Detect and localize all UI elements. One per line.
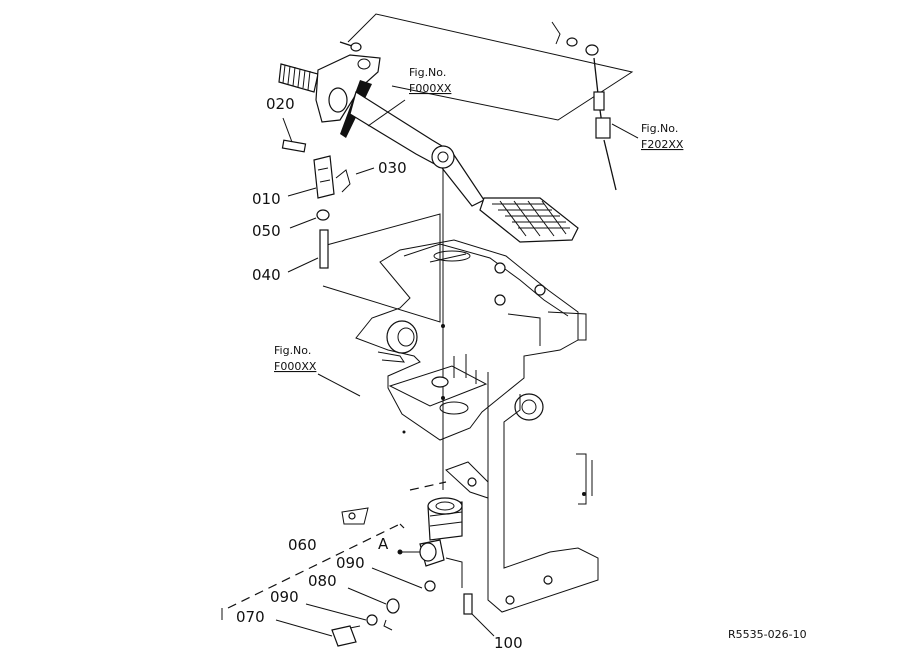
label-010: 010 bbox=[252, 190, 281, 208]
ref1-title: Fig.No. bbox=[409, 66, 446, 79]
part-040-rod bbox=[287, 229, 329, 273]
reference-frame-left bbox=[322, 213, 441, 323]
part-100-bolt bbox=[463, 593, 495, 637]
loose-dot bbox=[402, 430, 406, 434]
part-030-clip bbox=[335, 167, 375, 193]
part-050-nut bbox=[289, 209, 330, 229]
label-070: 070 bbox=[236, 608, 265, 626]
ref2-title: Fig.No. bbox=[641, 122, 678, 135]
reference-frame-top bbox=[347, 13, 634, 121]
detail-marker-a: A bbox=[378, 535, 389, 553]
ref3-title: Fig.No. bbox=[274, 344, 311, 357]
part-010-clevis bbox=[287, 155, 335, 199]
cable-assembly bbox=[551, 21, 617, 191]
pedal-arm bbox=[278, 54, 579, 243]
ref3-leader bbox=[317, 373, 361, 397]
drawing-code: R5535-026-10 bbox=[728, 628, 807, 641]
part-090b-washer bbox=[305, 603, 378, 626]
fitting-assembly bbox=[397, 497, 463, 588]
part-070-bolt bbox=[275, 619, 361, 647]
label-050: 050 bbox=[252, 222, 281, 240]
label-020: 020 bbox=[266, 95, 295, 113]
label-090-lower: 090 bbox=[270, 588, 299, 606]
ref2-leader bbox=[611, 123, 639, 139]
label-060: 060 bbox=[288, 536, 317, 554]
ref3-code: F000XX bbox=[274, 360, 317, 373]
label-040: 040 bbox=[252, 266, 281, 284]
label-100: 100 bbox=[494, 634, 523, 652]
part-090a-washer bbox=[371, 567, 436, 592]
part-080-bushing bbox=[347, 587, 400, 631]
label-030: 030 bbox=[378, 159, 407, 177]
dashed-boundary bbox=[221, 481, 447, 620]
label-080: 080 bbox=[308, 572, 337, 590]
part-020-pin bbox=[281, 117, 307, 153]
ref1-code: F000XX bbox=[409, 82, 452, 95]
ref2-code: F202XX bbox=[641, 138, 684, 151]
linkage-rod bbox=[441, 168, 445, 490]
ref1-leader bbox=[367, 99, 406, 127]
label-090-upper: 090 bbox=[336, 554, 365, 572]
top-bolt bbox=[339, 41, 362, 52]
main-bracket bbox=[341, 239, 599, 613]
